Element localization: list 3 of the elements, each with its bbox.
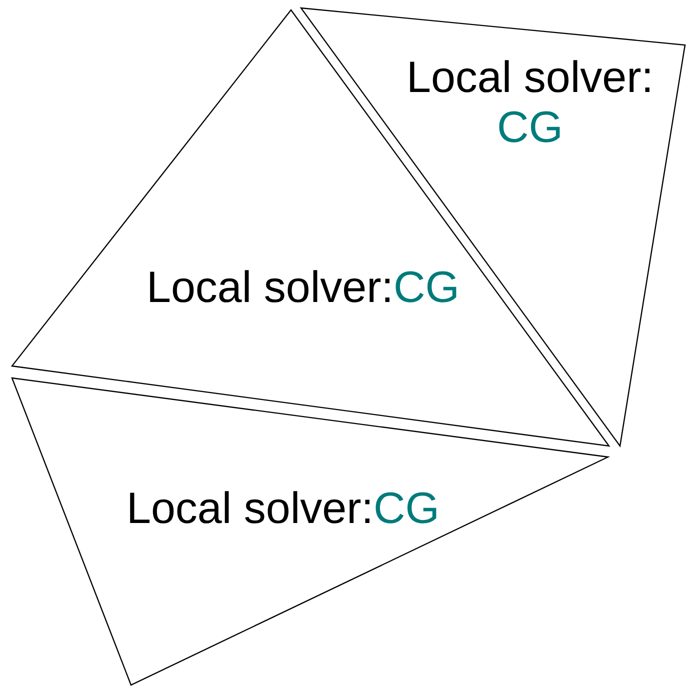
solver-label: Local solver: CG	[406, 53, 654, 153]
solver-label: Local solver:CG	[126, 484, 440, 534]
solver-label: Local solver:CG	[146, 263, 460, 313]
